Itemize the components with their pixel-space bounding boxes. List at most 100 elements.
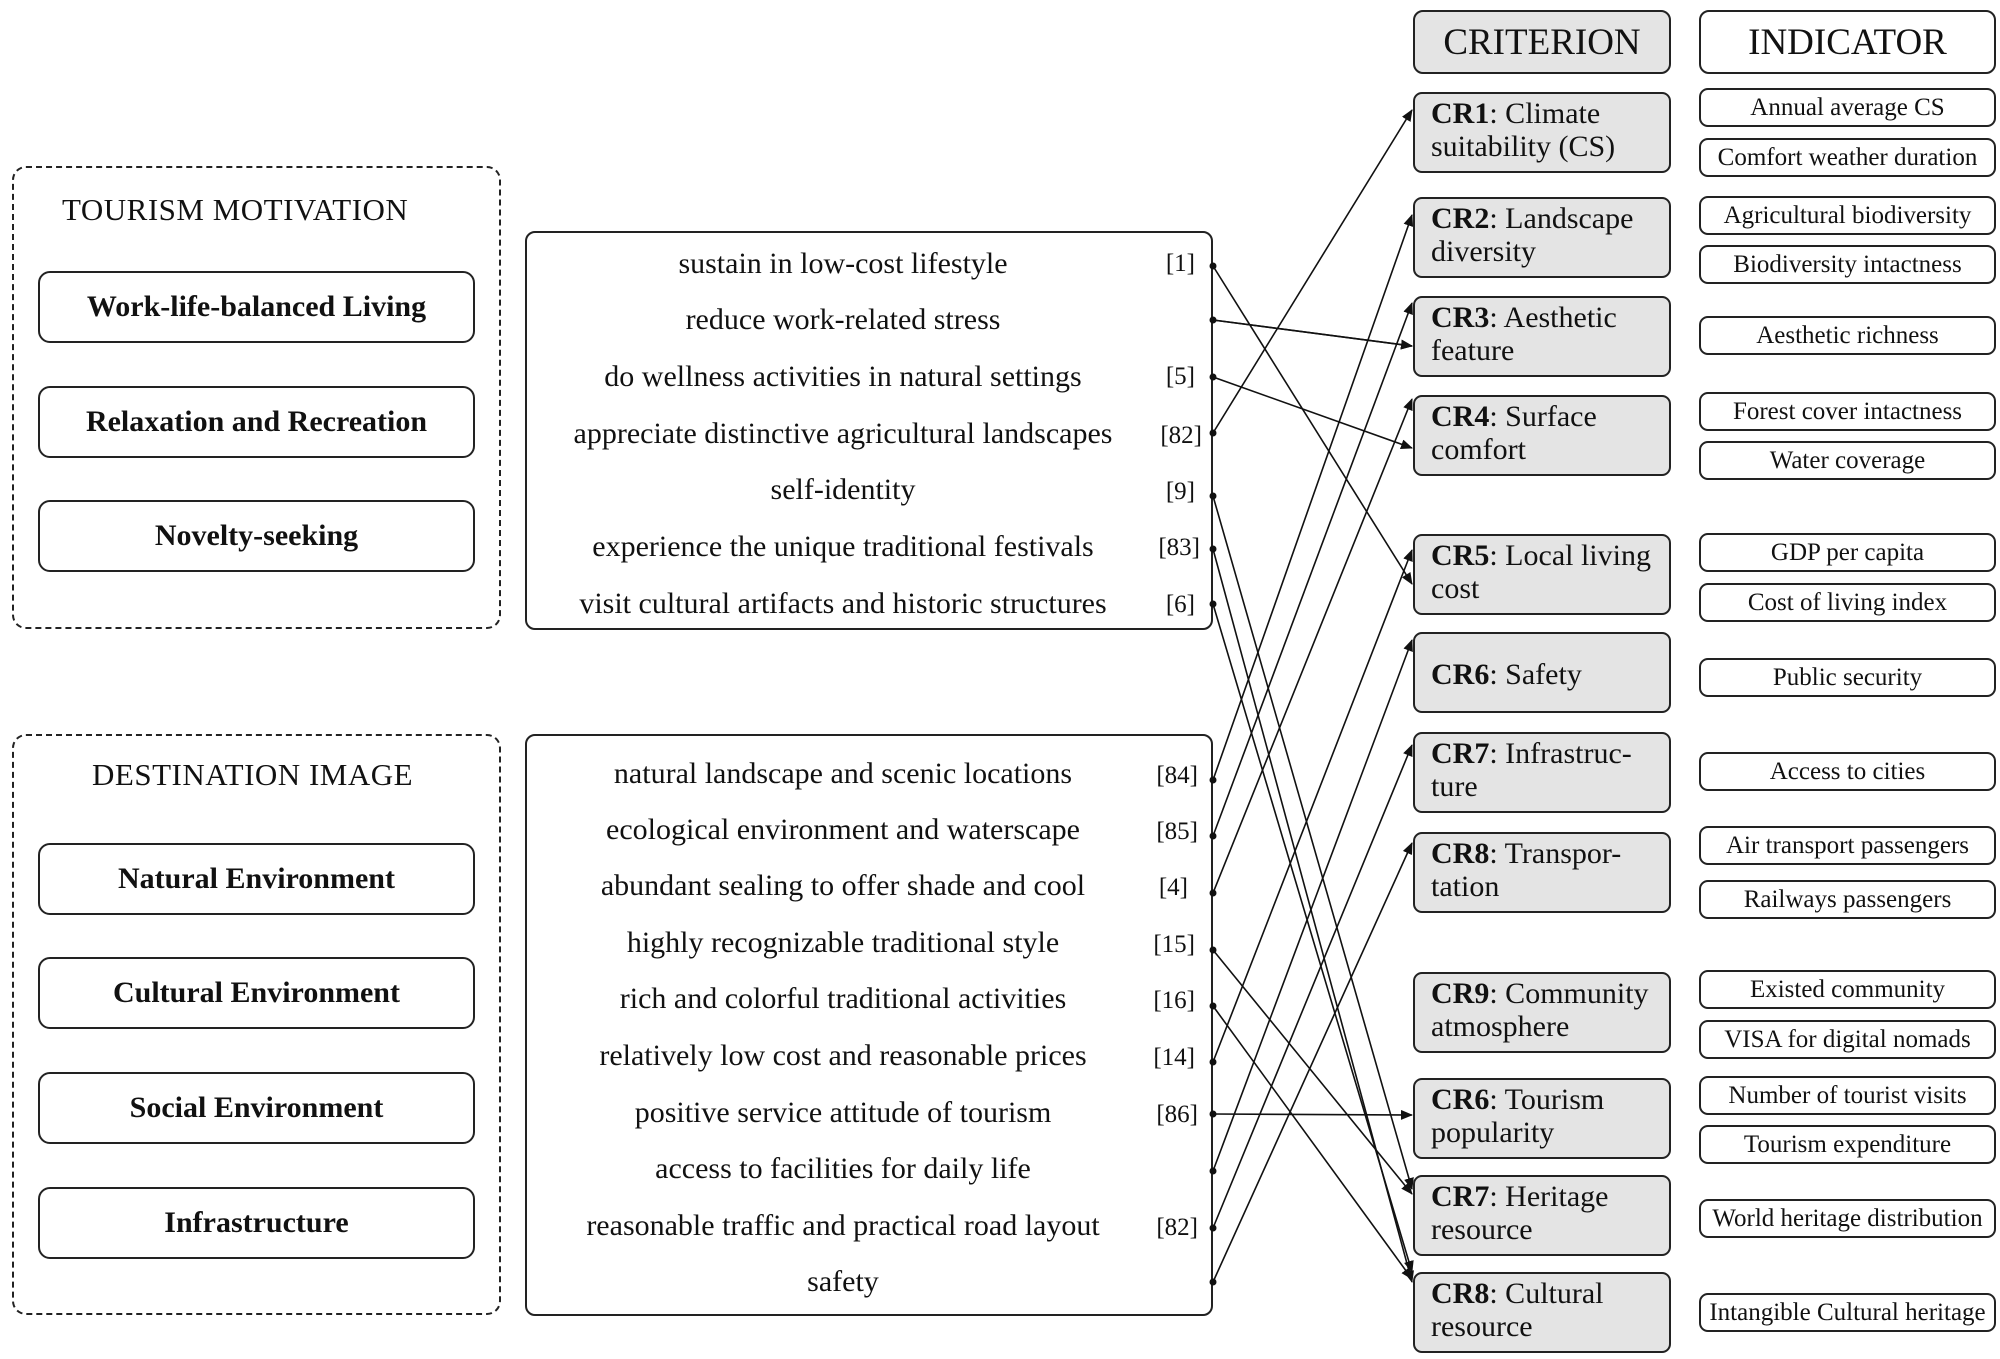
connector-dot <box>1209 776 1217 784</box>
motivation-statement: do wellness activities in natural settin… <box>604 360 1082 393</box>
motivation-statement: reduce work-related stress <box>685 303 1001 336</box>
destination-image-group <box>12 734 501 1315</box>
connector-dot <box>1209 545 1217 553</box>
connector-arrow <box>1212 214 1414 781</box>
indicator-box: Comfort weather duration <box>1699 138 1996 177</box>
indicator-box: GDP per capita <box>1699 533 1996 572</box>
connector-arrow <box>1212 302 1413 837</box>
criterion-box: CR3: Aesthetic feature <box>1413 296 1671 377</box>
connector-dot <box>1209 1167 1217 1175</box>
indicator-box: Biodiversity intactness <box>1699 245 1996 284</box>
indicator-header: INDICATOR <box>1699 10 1996 74</box>
criterion-box: CR5: Local living cost <box>1413 534 1671 615</box>
connector-arrow <box>1212 495 1414 1190</box>
criterion-box: CR7: Infrastruc-ture <box>1413 732 1671 813</box>
connector-dot <box>1209 1224 1217 1232</box>
motivation-statement: visit cultural artifacts and historic st… <box>579 587 1107 620</box>
image-statements-box <box>525 734 1213 1316</box>
image-statement: positive service attitude of tourism <box>634 1096 1052 1129</box>
connector-arrow <box>1212 603 1414 1273</box>
connector-dot <box>1209 429 1217 437</box>
indicator-box: Public security <box>1699 658 1996 697</box>
indicator-box: Water coverage <box>1699 441 1996 480</box>
image-cultural-environment: Cultural Environment <box>38 957 475 1029</box>
criterion-box: CR8: Cultural resource <box>1413 1272 1671 1353</box>
motivation-statement: sustain in low-cost lifestyle <box>678 247 1008 280</box>
reference-number: [5] <box>1165 363 1195 390</box>
connector-arrow <box>1212 376 1413 450</box>
connector-dot <box>1209 262 1217 270</box>
reference-number: [82] <box>1156 1214 1198 1241</box>
connector-dot <box>1209 373 1217 381</box>
connector-arrow <box>1212 109 1413 434</box>
indicator-box: Existed community <box>1699 970 1996 1009</box>
image-infrastructure: Infrastructure <box>38 1187 475 1259</box>
reference-number: [82] <box>1160 422 1202 449</box>
indicator-box: Forest cover intactness <box>1699 392 1996 431</box>
connector-dot <box>1209 1058 1217 1066</box>
reference-number: [9] <box>1165 478 1195 505</box>
indicator-box: Intangible Cultural heritage <box>1699 1293 1996 1332</box>
connector-dot <box>1209 946 1217 954</box>
reference-number: [85] <box>1156 818 1198 845</box>
reference-number: [84] <box>1156 762 1198 789</box>
reference-number: [16] <box>1153 987 1195 1014</box>
connector-dot <box>1209 1002 1217 1010</box>
image-statement: safety <box>807 1265 879 1298</box>
image-statement: rich and colorful traditional activities <box>619 982 1067 1015</box>
connector-arrow <box>1212 639 1413 1172</box>
destination-image-title: DESTINATION IMAGE <box>92 757 414 792</box>
image-statement: abundant sealing to offer shade and cool <box>600 869 1086 902</box>
criterion-box: CR8: Transpor-tation <box>1413 832 1671 913</box>
reference-number: [83] <box>1158 534 1200 561</box>
criterion-box: CR6: Tourism popularity <box>1413 1078 1671 1159</box>
connector-arrow <box>1212 842 1413 1283</box>
image-statement: access to facilities for daily life <box>655 1152 1031 1185</box>
connector-dot <box>1209 492 1217 500</box>
motivation-relaxation-and-recreation: Relaxation and Recreation <box>38 386 475 458</box>
connector-arrow <box>1212 949 1413 1195</box>
connector-dot <box>1209 1278 1217 1286</box>
criterion-box: CR7: Heritage resource <box>1413 1175 1671 1256</box>
connector-dot <box>1209 832 1217 840</box>
tourism-motivation-title: TOURISM MOTIVATION <box>62 192 409 227</box>
image-statement: natural landscape and scenic locations <box>613 757 1073 790</box>
connector-dot <box>1209 600 1217 608</box>
connector-arrow <box>1212 549 1413 1063</box>
connector-arrow <box>1212 1109 1413 1120</box>
indicator-box: World heritage distribution <box>1699 1199 1996 1238</box>
criterion-box: CR2: Landscape diversity <box>1413 197 1671 278</box>
indicator-box: Railways passengers <box>1699 880 1996 919</box>
image-statement: highly recognizable traditional style <box>626 926 1060 959</box>
indicator-box: Number of tourist visits <box>1699 1076 1996 1115</box>
indicator-box: Access to cities <box>1699 752 1996 791</box>
criterion-box: CR9: Community atmosphere <box>1413 972 1671 1053</box>
connector-dot <box>1209 889 1217 897</box>
reference-number: [4] <box>1158 874 1188 901</box>
indicator-box: Tourism expenditure <box>1699 1125 1996 1164</box>
indicator-box: Aesthetic richness <box>1699 316 1996 355</box>
motivation-statement: appreciate distinctive agricultural land… <box>573 417 1113 450</box>
connector-arrow <box>1212 265 1413 585</box>
image-statement: relatively low cost and reasonable price… <box>599 1039 1087 1072</box>
motivation-work-life-balanced-living: Work-life-balanced Living <box>38 271 475 343</box>
image-natural-environment: Natural Environment <box>38 843 475 915</box>
criterion-box: CR4: Surface comfort <box>1413 395 1671 476</box>
criterion-box: CR1: Climate suitability (CS) <box>1413 92 1671 173</box>
connector-arrow <box>1212 744 1413 1229</box>
connector-dot <box>1209 316 1217 324</box>
image-statement: ecological environment and waterscape <box>606 813 1080 846</box>
reference-number: [15] <box>1153 931 1195 958</box>
connector-arrow <box>1212 398 1413 894</box>
indicator-box: Air transport passengers <box>1699 826 1996 865</box>
reference-number: [6] <box>1165 591 1195 618</box>
connector-arrow <box>1212 1005 1413 1280</box>
reference-number: [86] <box>1156 1101 1198 1128</box>
indicator-box: Agricultural biodiversity <box>1699 196 1996 235</box>
connector-dot <box>1209 1110 1217 1118</box>
image-statement: reasonable traffic and practical road la… <box>586 1209 1100 1242</box>
image-social-environment: Social Environment <box>38 1072 475 1144</box>
indicator-box: Annual average CS <box>1699 88 1996 127</box>
criterion-header: CRITERION <box>1413 10 1671 74</box>
